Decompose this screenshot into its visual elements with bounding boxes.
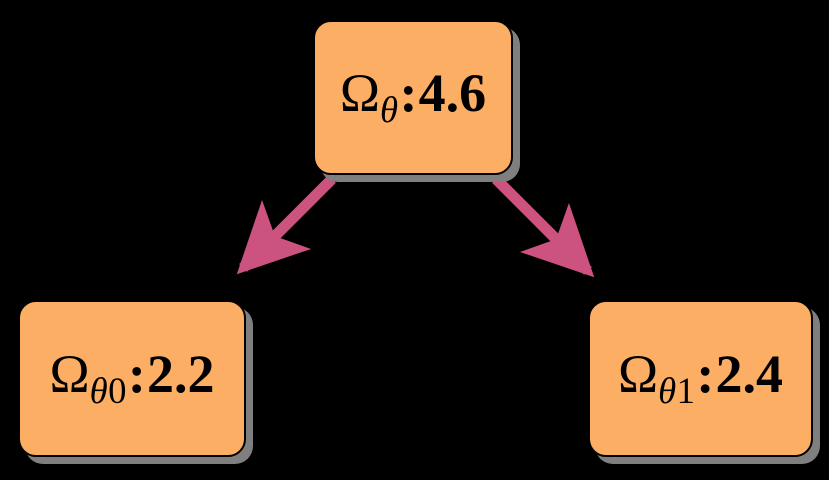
node-right-subscript: θ <box>658 370 677 412</box>
edge-root-to-left <box>236 175 336 275</box>
node-left-subscript: θ <box>89 370 109 412</box>
node-left-separator: : <box>127 344 146 405</box>
node-left-value: 2.2 <box>146 344 215 405</box>
node-left-label: Ωθ0:2.2 <box>50 347 215 410</box>
node-root-subscript: θ <box>380 89 399 131</box>
node-right-subscript-index: 1 <box>676 370 696 412</box>
node-left[interactable]: Ωθ0:2.2 <box>18 300 246 457</box>
node-right-symbol: Ω <box>618 344 659 405</box>
node-right-separator: : <box>696 344 715 405</box>
node-root[interactable]: Ωθ:4.6 <box>313 20 513 175</box>
node-root-separator: : <box>399 63 418 124</box>
node-root-value: 4.6 <box>418 63 487 124</box>
node-left-symbol: Ω <box>49 344 90 405</box>
node-root-symbol: Ω <box>339 63 381 124</box>
node-right-label: Ωθ1:2.4 <box>618 347 783 410</box>
node-root-label: Ωθ:4.6 <box>340 66 486 129</box>
edge-root-to-right <box>492 175 595 278</box>
node-right[interactable]: Ωθ1:2.4 <box>588 300 813 457</box>
node-left-subscript-index: 0 <box>108 370 127 412</box>
node-right-value: 2.4 <box>715 344 783 405</box>
